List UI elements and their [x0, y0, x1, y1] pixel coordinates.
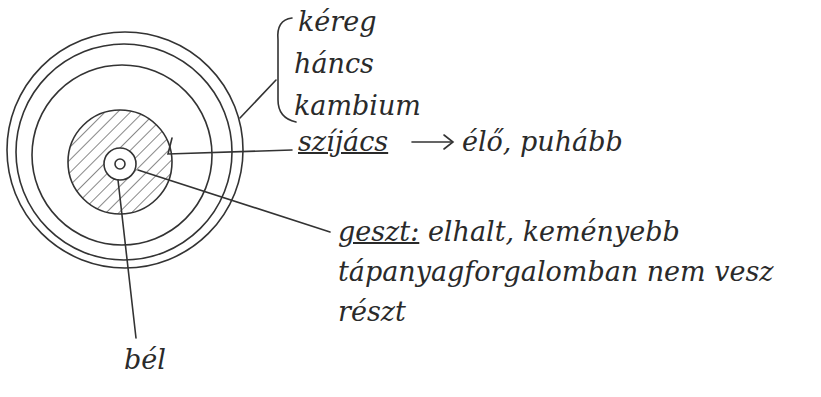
pith-label: bél	[124, 342, 166, 378]
cambium-label: kambium	[294, 88, 421, 124]
phloem-label: háncs	[294, 46, 374, 82]
bark-label: kéreg	[298, 4, 377, 40]
sapwood-note: élő, puhább	[462, 124, 623, 160]
heartwood-label: geszt:	[338, 216, 419, 247]
sapwood-label: szíjács	[298, 124, 388, 160]
heartwood-text-group: geszt: elhalt, keményebb tápanyagforgalo…	[338, 212, 798, 332]
